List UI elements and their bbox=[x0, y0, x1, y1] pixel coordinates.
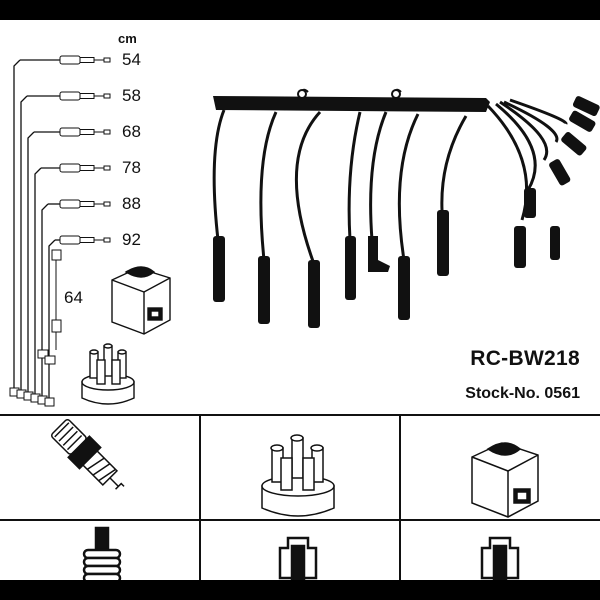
distributor-terminal-icon bbox=[278, 536, 318, 580]
product-drawing bbox=[0, 55, 600, 580]
spark-plug-terminal-icon bbox=[82, 526, 122, 580]
stock-number: Stock-No. 0561 bbox=[465, 385, 580, 402]
distributor-cap-icon bbox=[261, 434, 335, 517]
wire-end-connectors bbox=[9, 55, 111, 407]
length-label-88: 88 bbox=[122, 194, 141, 213]
length-label-92: 92 bbox=[122, 230, 141, 249]
product-sheet: cm 54 58 68 78 88 92 64 RC-BW218 Stock-N… bbox=[0, 20, 600, 580]
length-label-54: 54 bbox=[122, 50, 141, 69]
length-label-58: 58 bbox=[122, 86, 141, 105]
bottom-table bbox=[0, 414, 600, 580]
coil-wire bbox=[37, 249, 62, 365]
length-label-64: 64 bbox=[64, 288, 83, 307]
part-number: RC-BW218 bbox=[470, 347, 580, 370]
ignition-coil-icon bbox=[471, 442, 539, 518]
wire-length-diagram bbox=[13, 59, 60, 400]
unit-label: cm bbox=[118, 31, 137, 46]
ignition-coil-icon bbox=[111, 266, 171, 335]
spark-plug-icon bbox=[50, 418, 125, 490]
length-label-78: 78 bbox=[122, 158, 141, 177]
distributor-cap-icon bbox=[81, 343, 135, 405]
coil-terminal-icon bbox=[480, 536, 520, 580]
ignition-wire-set-icon bbox=[212, 88, 600, 328]
length-label-68: 68 bbox=[122, 122, 141, 141]
